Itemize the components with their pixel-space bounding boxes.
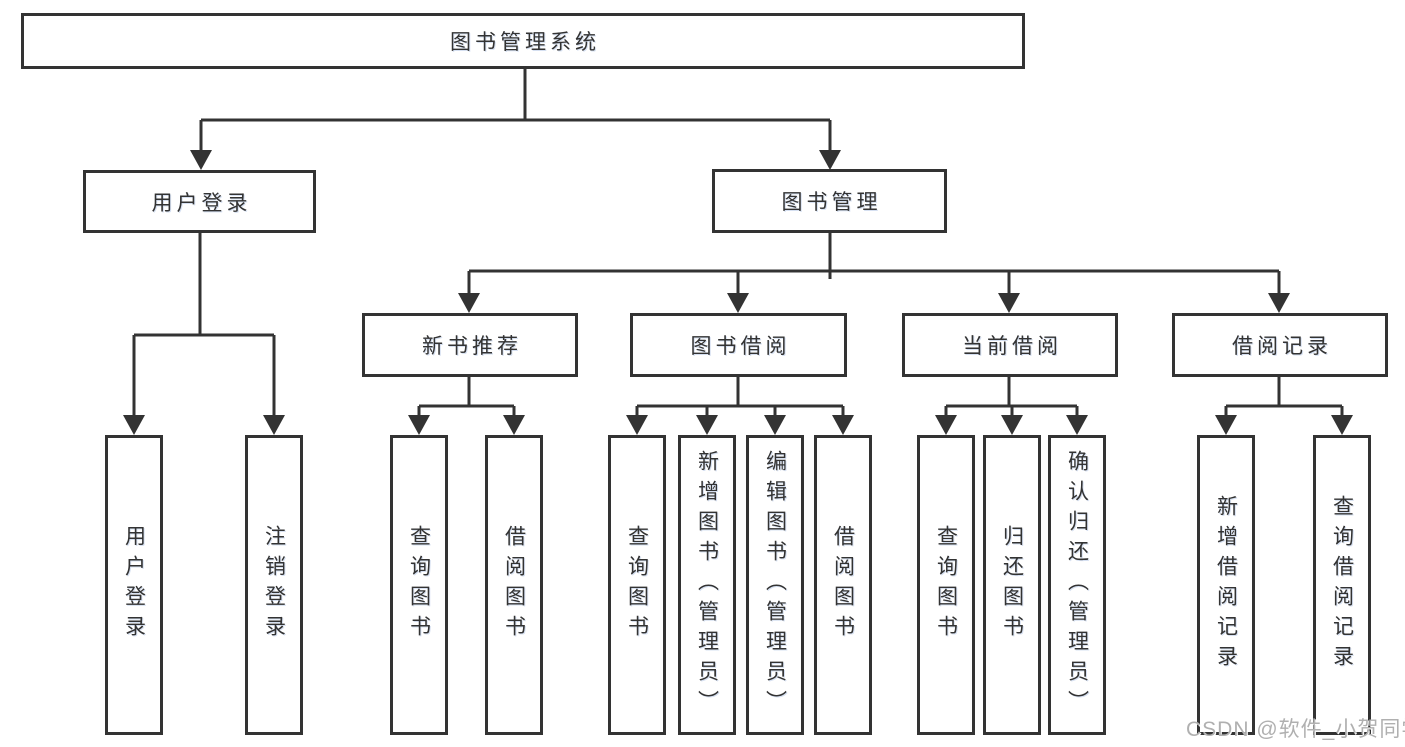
connector-book-management-to-level3	[467, 233, 1281, 295]
node-leaf-confirm-return-admin: 确认归还（管理员）	[1048, 435, 1106, 735]
node-leaf-return-books: 归还图书	[983, 435, 1041, 735]
connector-user-login-to-leaves	[132, 233, 276, 417]
node-user-login: 用户登录	[83, 170, 316, 233]
arrowhead	[1331, 415, 1353, 435]
connector-root-to-level2	[199, 68, 832, 152]
arrowhead	[263, 415, 285, 435]
arrowhead	[408, 415, 430, 435]
node-current-borrow: 当前借阅	[902, 313, 1118, 377]
arrowhead	[1215, 415, 1237, 435]
arrowhead	[832, 415, 854, 435]
node-leaf-newbook-borrow-books: 借阅图书	[485, 435, 543, 735]
arrowhead	[1001, 415, 1023, 435]
connector-new-book-recommend-to-leaves	[417, 376, 516, 417]
arrowhead	[998, 293, 1020, 313]
node-library-management-system: 图书管理系统	[21, 13, 1025, 69]
arrowhead	[1268, 293, 1290, 313]
node-new-book-recommend: 新书推荐	[362, 313, 578, 377]
arrowhead	[1066, 415, 1088, 435]
node-borrow-records: 借阅记录	[1172, 313, 1388, 377]
node-leaf-borrow-query-books: 查询图书	[608, 435, 666, 735]
connector-borrow-records-to-leaves	[1224, 376, 1344, 417]
arrowhead	[626, 415, 648, 435]
arrowhead	[123, 415, 145, 435]
arrowhead	[935, 415, 957, 435]
csdn-watermark: CSDN @软件_小贺同学	[1186, 718, 1405, 741]
arrowhead	[190, 150, 212, 170]
arrowhead	[503, 415, 525, 435]
node-leaf-logout: 注销登录	[245, 435, 303, 735]
node-leaf-borrow-books: 借阅图书	[814, 435, 872, 735]
node-leaf-current-query-books: 查询图书	[917, 435, 975, 735]
connector-current-borrow-to-leaves	[944, 376, 1079, 417]
arrowhead	[727, 293, 749, 313]
node-leaf-add-borrow-record: 新增借阅记录	[1197, 435, 1255, 735]
node-leaf-user-login: 用户登录	[105, 435, 163, 735]
node-leaf-add-books-admin: 新增图书（管理员）	[678, 435, 736, 735]
arrowhead	[696, 415, 718, 435]
node-leaf-edit-books-admin: 编辑图书（管理员）	[746, 435, 804, 735]
arrowhead	[764, 415, 786, 435]
node-book-management: 图书管理	[712, 169, 947, 233]
arrowhead	[819, 150, 841, 170]
arrowhead	[458, 293, 480, 313]
connector-book-borrow-to-leaves	[635, 376, 845, 417]
node-leaf-newbook-query-books: 查询图书	[390, 435, 448, 735]
node-book-borrow: 图书借阅	[630, 313, 847, 377]
node-leaf-query-borrow-record: 查询借阅记录	[1313, 435, 1371, 735]
arrowheads	[123, 150, 1353, 435]
